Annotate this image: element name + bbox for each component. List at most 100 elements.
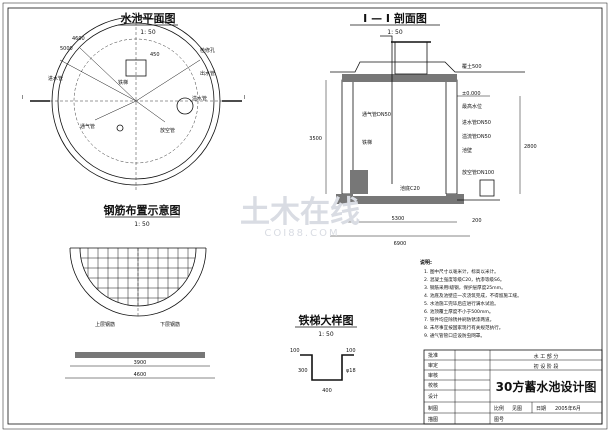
ladder-base: [350, 170, 368, 194]
section-dim-slab: 200: [472, 218, 482, 224]
section-label-overflow: 溢流管DN50: [462, 133, 491, 140]
slab-strip: [75, 352, 205, 358]
rebar-right-label: 下层钢筋: [160, 321, 180, 328]
rebar-left-label: 上层钢筋: [95, 321, 115, 328]
section-dim-water: 2800: [524, 144, 537, 150]
plan-vent-pipe: [176, 97, 194, 115]
section-label-bottom: 池底C20: [400, 185, 420, 192]
leader-3: [135, 59, 201, 102]
ladder-rung: [300, 354, 354, 381]
plan-label-vent: 通气管: [80, 123, 95, 130]
tb-dept: 水 工 部 分: [534, 353, 559, 360]
tb-drawing-title: 30方蓄水池设计图: [496, 379, 597, 394]
rebar-title: 钢筋布置示意图: [104, 203, 181, 217]
section-view: I — I 剖面图 1: 50 覆土500 ±0.000 最高水位 进水管DN5…: [309, 11, 536, 247]
tb-left-6: 制图: [428, 405, 438, 412]
plan-section-mark-label-right: I: [244, 95, 245, 101]
tb-left-2: 审定: [428, 362, 438, 369]
ladder-dim-4: 400: [322, 388, 332, 394]
plan-scale: 1: 50: [140, 29, 156, 36]
tb-scale-value: 见图: [512, 406, 522, 412]
tb-left-7: 描图: [428, 416, 438, 423]
section-title: I — I 剖面图: [363, 11, 427, 25]
bottom-slab: [336, 194, 464, 204]
note-3: 3. 钢筋采用I级钢，保护层厚度25mm。: [424, 284, 506, 291]
plan-view: 水池平面图 1: 50 I I 进水管 出水管 通气管 溢水管 检修孔 铁梯 放…: [22, 11, 245, 192]
plan-label-ladder: 铁梯: [118, 79, 128, 86]
tb-left-1: 批准: [428, 352, 438, 359]
top-slab: [342, 74, 457, 82]
note-9: 9. 通气管管口应设防虫网罩。: [424, 332, 485, 339]
tb-date-label: 日期: [536, 406, 546, 412]
tb-left-3: 审核: [428, 372, 438, 379]
note-6: 6. 池顶覆土厚度不小于500mm。: [424, 308, 494, 315]
plan-label-overflow: 溢水管: [192, 95, 207, 102]
plan-dim-2: 4600: [72, 36, 85, 42]
section-label-ladder: 铁梯: [362, 139, 372, 146]
section-label-drain: 放空管DN100: [462, 169, 494, 176]
slab-top-surface: [353, 194, 446, 196]
plan-label-outlet: 出水管: [200, 70, 215, 77]
ground-line: [330, 61, 525, 73]
plan-label-inlet: 进水管: [48, 75, 63, 82]
notes-block: 说明: 1. 图中尺寸以毫米计，标高以米计。 2. 混凝土强度等级C20，抗渗等…: [420, 259, 522, 339]
leader-1: [59, 59, 137, 102]
sheet-inner-border: [7, 7, 603, 425]
inlet-pipe: [380, 35, 393, 44]
ladder-dim-1: 100: [290, 348, 300, 354]
rebar-scale: 1: 50: [134, 221, 150, 228]
note-4: 4. 池底及池壁应一次浇筑完成，不得留施工缝。: [424, 292, 522, 299]
plan-section-mark-label-left: I: [22, 95, 23, 101]
watermark: 土木在线 COI88.COM: [240, 195, 360, 239]
note-2: 2. 混凝土强度等级C20，抗渗等级S6。: [424, 276, 504, 283]
note-5: 5. 水池施工完毕后应进行满水试验。: [424, 300, 499, 307]
note-1: 1. 图中尺寸以毫米计，标高以米计。: [424, 268, 499, 275]
tb-number-label: 图号: [494, 417, 504, 423]
tb-left-4: 校核: [428, 382, 438, 389]
section-label-cover: 覆土500: [462, 63, 482, 70]
section-scale: 1: 50: [387, 29, 403, 36]
ladder-dim-5: φ18: [346, 368, 356, 374]
rebar-grid: [80, 248, 196, 306]
tb-scale-label: 比例: [494, 405, 504, 412]
plan-label-manhole: 检修孔: [200, 47, 215, 54]
slab-dim-2: 4600: [134, 372, 147, 378]
plan-dim-3: 450: [150, 52, 160, 58]
leader-4: [94, 100, 137, 121]
valve-well: [479, 179, 495, 197]
plan-dim-1: 5000: [60, 46, 73, 52]
section-dim-height: 3500: [309, 136, 322, 142]
tb-left-5: 设计: [428, 393, 438, 400]
section-label-water: 最高水位: [462, 103, 482, 110]
note-7: 7. 铁件均应除锈并刷防锈漆两道。: [424, 316, 494, 323]
manhole-neck: [394, 41, 428, 75]
tb-date-value: 2005年6月: [555, 405, 581, 412]
section-dim-outer: 6900: [394, 241, 407, 247]
tb-stage: 初 设 阶 段: [534, 363, 559, 370]
section-label-top: ±0.000: [462, 91, 481, 97]
plan-label-drain: 放空管: [160, 127, 175, 134]
slab-dim-1: 3900: [134, 360, 147, 366]
plan-manhole: [125, 59, 147, 77]
titleblock-frame: [423, 349, 603, 425]
notes-heading: 说明:: [420, 259, 432, 266]
rebar-view: 钢筋布置示意图 1: 50 上层钢筋 下层钢筋: [69, 203, 207, 328]
section-label-vent: 通气管DN50: [362, 111, 391, 118]
section-label-wall: 池壁: [462, 147, 472, 154]
title-block: 批准 审定 审核 校核 设计 制图 描图 水 工 部 分 初 设 阶 段 30方…: [423, 349, 603, 425]
section-dim-inner: 5300: [392, 216, 405, 222]
leader-5: [135, 100, 166, 123]
plan-drain-pipe: [116, 124, 124, 132]
ladder-detail: 铁梯大样图 1: 50 100 100 300 400 φ18: [290, 313, 357, 394]
section-label-inlet: 进水管DN50: [462, 119, 491, 126]
note-8: 8. 未尽事宜按国家现行有关规范执行。: [424, 324, 503, 331]
right-wall: [445, 79, 458, 195]
leader-2: [79, 47, 137, 102]
ladder-dim-2: 100: [346, 348, 356, 354]
slab-detail: 3900 4600: [65, 352, 215, 379]
ladder-title: 铁梯大样图: [299, 313, 354, 327]
watermark-main: 土木在线: [240, 195, 360, 230]
watermark-sub: COI88.COM: [264, 228, 339, 239]
